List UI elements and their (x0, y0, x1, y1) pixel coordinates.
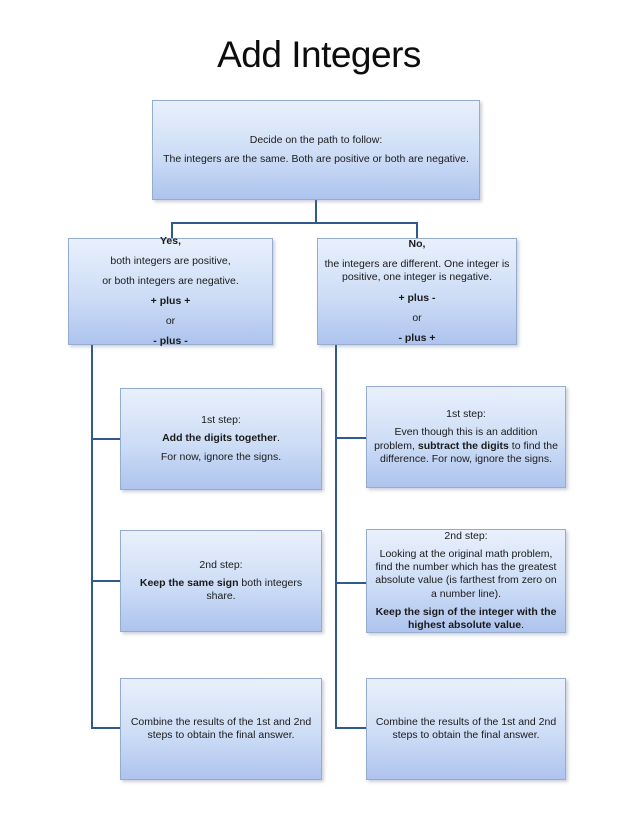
yes-heading: Yes, (159, 234, 182, 247)
no-step2-para1: Looking at the original math problem, fi… (375, 548, 557, 600)
connector-rail-left (91, 344, 93, 729)
connector-drop-no (416, 222, 418, 239)
connector-stub-left-1 (91, 438, 121, 440)
no-final-text: Combine the results of the 1st and 2nd s… (375, 715, 557, 741)
yes-step2-bold: Keep the same sign (139, 576, 239, 589)
page-title: Add Integers (217, 34, 421, 75)
yes-conjunction: or (165, 315, 176, 328)
yes-step1-instruction: Add the digits together. (127, 432, 315, 445)
yes-step1-heading: 1st step: (201, 414, 241, 427)
yes-operation-2: - plus - (153, 335, 188, 348)
yes-step1-bold-suffix: . (277, 432, 280, 445)
yes-step1-note: For now, ignore the signs. (160, 450, 282, 463)
yes-line-1: both integers are positive, (110, 254, 231, 267)
no-step1-heading: 1st step: (446, 408, 486, 421)
yes-step2-heading: 2nd step: (199, 558, 243, 571)
no-step2-suffix: . (521, 618, 525, 631)
yes-line-2: or both integers are negative. (102, 274, 239, 287)
node-yes-final: Combine the results of the 1st and 2nd s… (120, 678, 322, 780)
yes-step2-rest: both integers share. (206, 576, 303, 603)
no-step1-seg1: Even though this is an addition problem, (374, 426, 538, 452)
node-no-final: Combine the results of the 1st and 2nd s… (366, 678, 566, 780)
connector-stub-right-1 (335, 437, 367, 439)
yes-final-text: Combine the results of the 1st and 2nd s… (130, 715, 312, 741)
node-yes-step1: 1st step: Add the digits together. For n… (120, 388, 322, 490)
node-yes-step2: 2nd step: Keep the same sign both intege… (120, 530, 322, 632)
no-step2-bold: Keep the sign of the integer with the hi… (375, 605, 557, 631)
node-yes: Yes, both integers are positive, or both… (68, 234, 273, 348)
no-step2-para2: Keep the sign of the integer with the hi… (373, 606, 559, 632)
connector-stub-right-2 (335, 582, 367, 584)
no-step1-bold: subtract the digits (417, 439, 509, 452)
yes-step1-bold: Add the digits together (162, 432, 277, 445)
no-step2-heading: 2nd step: (444, 530, 488, 543)
no-operation-2: - plus + (398, 331, 436, 344)
yes-step2-instruction: Keep the same sign both integers share. (127, 577, 315, 603)
connector-rail-right (335, 344, 337, 729)
node-no: No, the integers are different. One inte… (317, 238, 517, 345)
no-conjunction: or (412, 311, 422, 324)
node-no-step1: 1st step: Even though this is an additio… (366, 386, 566, 488)
node-decide: Decide on the path to follow: The intege… (152, 100, 480, 200)
connector-drop-yes (171, 222, 173, 239)
decide-line-1: Decide on the path to follow: (249, 134, 383, 147)
connector-stub-left-3 (91, 727, 121, 729)
decide-line-2: The integers are the same. Both are posi… (163, 152, 469, 165)
node-no-step2: 2nd step: Looking at the original math p… (366, 529, 566, 633)
no-body: the integers are different. One integer … (324, 258, 510, 284)
yes-operation-1: + plus + (150, 295, 191, 307)
connector-branch (171, 222, 418, 224)
no-step1-seg3: to find the difference. For now, ignore … (380, 439, 558, 465)
connector-stub-left-2 (91, 580, 121, 582)
no-heading: No, (408, 238, 426, 251)
connector-stub-right-3 (335, 727, 367, 729)
no-operation-1: + plus - (398, 291, 436, 304)
no-step1-instruction: Even though this is an addition problem,… (373, 426, 559, 465)
connector-stem (315, 200, 317, 224)
